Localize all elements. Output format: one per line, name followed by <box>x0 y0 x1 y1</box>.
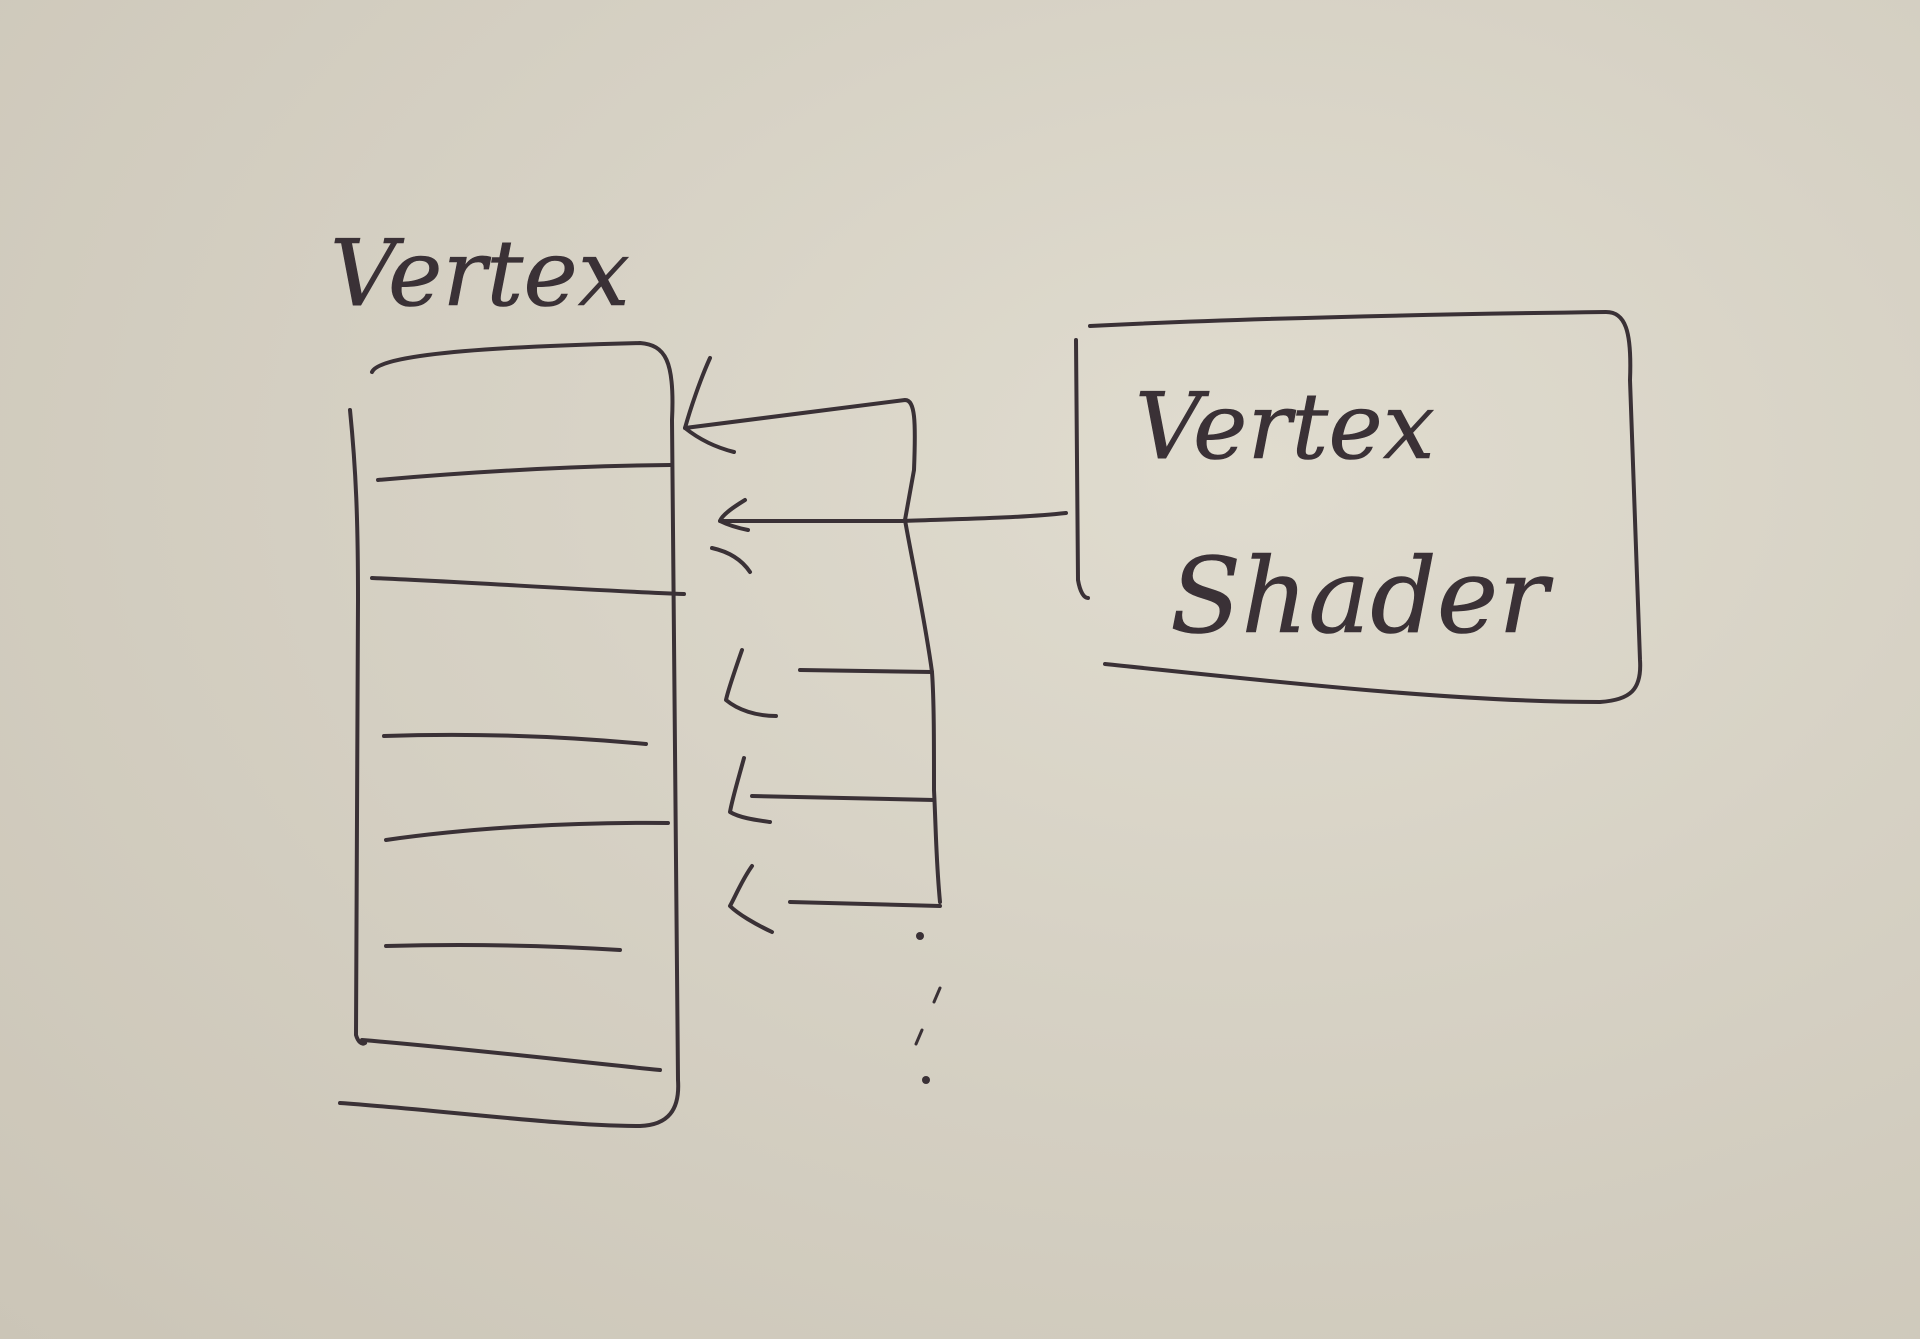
buffer-row-divider <box>384 943 622 952</box>
vertex-shader-box: Vertex Shader <box>1074 310 1643 704</box>
vertex-buffer <box>338 341 686 1128</box>
buffer-left-edge <box>348 408 367 1046</box>
shader-connector <box>900 511 1068 523</box>
arrowhead-4 <box>728 756 772 824</box>
staircase-edge <box>903 518 942 904</box>
arrow-output-4 <box>750 794 936 802</box>
arrow-output-5 <box>788 900 942 908</box>
arrowhead-2 <box>718 498 750 532</box>
buffer-outline <box>338 341 681 1128</box>
shader-box-left-edge <box>1074 338 1090 600</box>
continuation-dot <box>916 932 924 940</box>
shader-label-line1: Vertex <box>1135 373 1435 480</box>
arrowhead-5 <box>728 864 774 934</box>
buffer-title: Vertex <box>330 220 630 327</box>
shader-label-line2: Shader <box>1170 535 1553 657</box>
buffer-row-divider <box>360 1038 662 1072</box>
buffer-row-divider <box>382 732 648 746</box>
output-arrows <box>683 356 942 1084</box>
buffer-row-divider <box>370 576 686 596</box>
continuation-dot <box>914 1028 924 1046</box>
continuation-dot <box>932 986 942 1004</box>
buffer-row-divider <box>384 820 670 842</box>
shader-box-outline <box>1088 310 1643 704</box>
arrowhead-3 <box>724 648 778 718</box>
continuation-dot <box>922 1076 930 1084</box>
arrowhead-1 <box>683 356 736 454</box>
buffer-row-divider <box>376 463 672 482</box>
arrow-output-3 <box>798 668 934 674</box>
arrow-output-1 <box>683 398 917 522</box>
arrowhead-2b <box>710 546 752 574</box>
